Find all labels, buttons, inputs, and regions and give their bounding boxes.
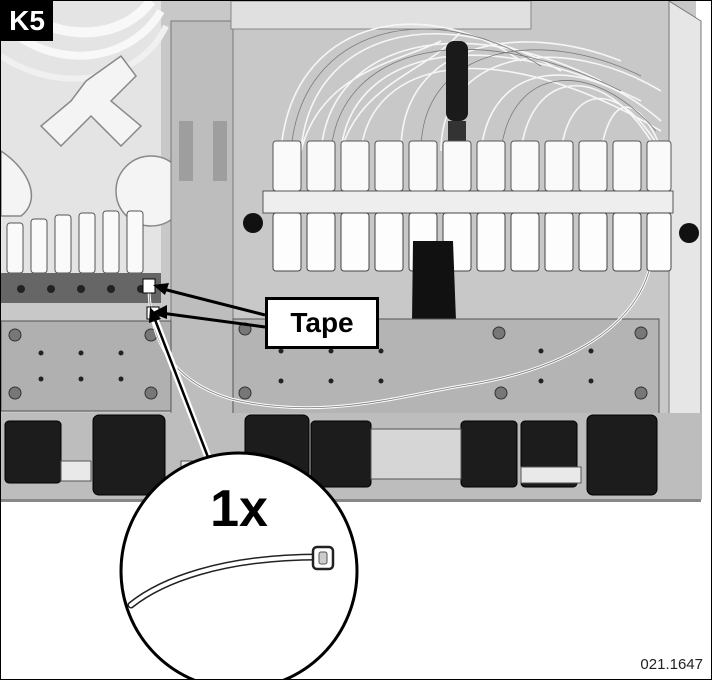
adapter-panel	[243, 140, 699, 272]
arrow-head-upper	[153, 283, 169, 295]
tape-callout-label: Tape	[290, 307, 354, 338]
cable-entry-grommets	[1, 413, 701, 503]
tape-callout: Tape	[265, 297, 379, 349]
arrow-head-lower	[151, 305, 167, 319]
figure-code: 021.1647	[640, 656, 703, 673]
divider-rail	[170, 20, 234, 422]
splice-tray	[1, 1, 187, 303]
step-badge: K5	[1, 1, 53, 41]
mounting-plate	[1, 318, 660, 416]
tape-mark-upper	[142, 278, 156, 294]
callout-arrows	[160, 287, 266, 329]
detail-leader-line	[152, 316, 213, 466]
quantity-label: 1x	[210, 480, 268, 538]
detail-leader-head	[149, 307, 161, 323]
fiber-boot	[446, 41, 468, 121]
cable-tie-icon	[127, 545, 335, 609]
top-bracket	[230, 1, 532, 30]
